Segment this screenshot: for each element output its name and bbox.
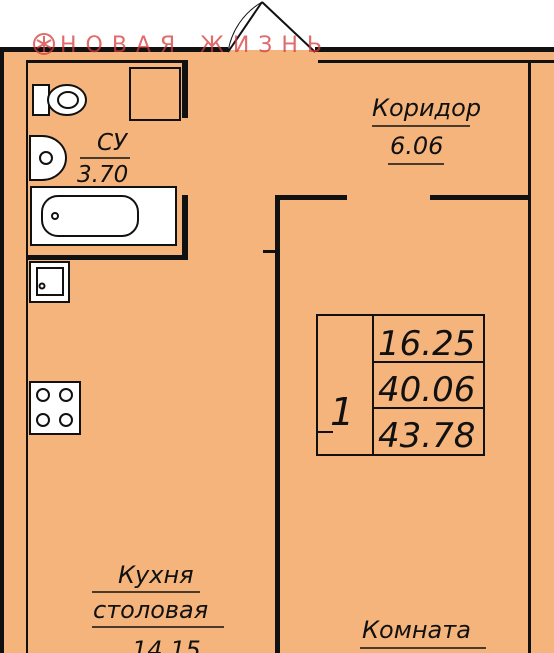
entrance-door xyxy=(227,1,316,53)
corridor-area: 6.06 xyxy=(390,132,443,160)
brand-name: НОВАЯ ЖИЗНЬ xyxy=(60,33,322,58)
bathroom-walls xyxy=(26,60,188,260)
bathtub-icon xyxy=(30,186,177,246)
room-walls xyxy=(263,195,531,653)
asterisk-circle-icon xyxy=(33,33,55,55)
bathroom-name: СУ xyxy=(97,130,129,156)
stove-icon xyxy=(29,381,81,435)
room-label: Комната xyxy=(360,616,486,649)
washbasin-icon xyxy=(29,135,67,181)
kitchen-name: Кухня xyxy=(118,561,194,589)
kitchen-name-line2: столовая xyxy=(93,596,208,624)
living-area: 16.25 xyxy=(378,324,475,364)
toilet-icon xyxy=(32,84,87,116)
outer-walls xyxy=(0,47,554,653)
kitchen-sink-icon xyxy=(29,261,70,303)
kitchen-area: 14.15 xyxy=(132,636,201,653)
total-area: 40.06 xyxy=(378,370,475,410)
corridor-label: Коридор 6.06 xyxy=(372,94,481,165)
bathroom-label: СУ 3.70 xyxy=(77,130,130,188)
corridor-name: Коридор xyxy=(372,94,481,122)
room-name: Комната xyxy=(362,616,471,644)
bathroom-area: 3.70 xyxy=(77,162,128,188)
area-summary-table: 1 16.25 40.06 43.78 xyxy=(316,314,485,456)
kitchen-label: Кухня столовая 14.15 xyxy=(92,561,224,653)
total-area-with-balcony: 43.78 xyxy=(378,416,475,456)
rooms-count: 1 xyxy=(330,390,354,434)
utility-box xyxy=(129,67,181,121)
